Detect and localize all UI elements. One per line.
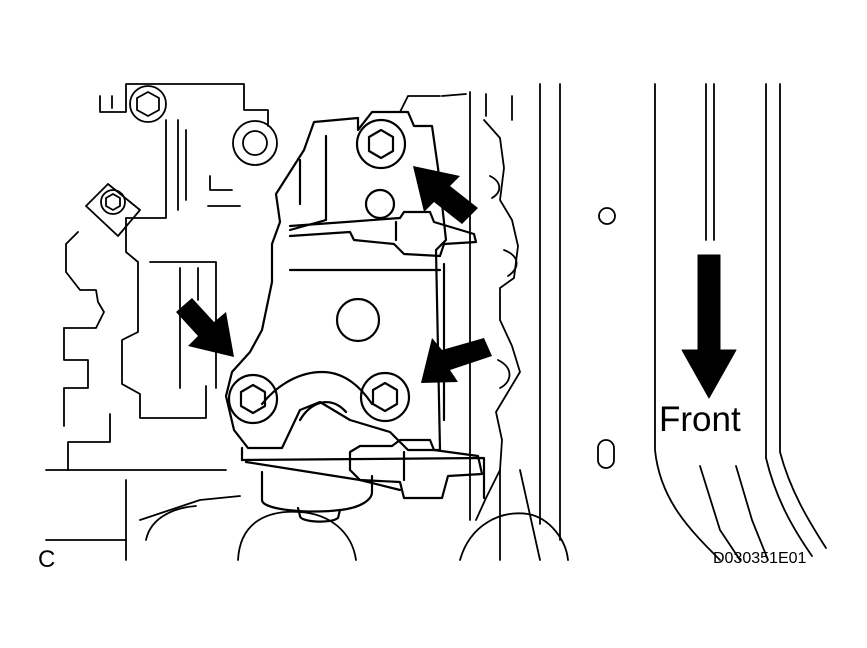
front-direction-arrow-icon	[681, 254, 737, 399]
arrow-icon	[421, 338, 492, 383]
bolt-icon	[355, 118, 407, 170]
rail-linework	[539, 83, 827, 561]
view-letter: C	[38, 546, 56, 573]
arrow-icon	[413, 166, 478, 224]
engine-block-outline	[45, 83, 569, 561]
figure-code: D030351E01	[713, 550, 807, 567]
arrow-icon	[176, 298, 234, 357]
bolt-icon	[359, 371, 411, 423]
front-direction-label: Front	[659, 400, 741, 439]
bolt-icon	[227, 373, 279, 425]
engine-mount-bracket	[224, 110, 486, 523]
